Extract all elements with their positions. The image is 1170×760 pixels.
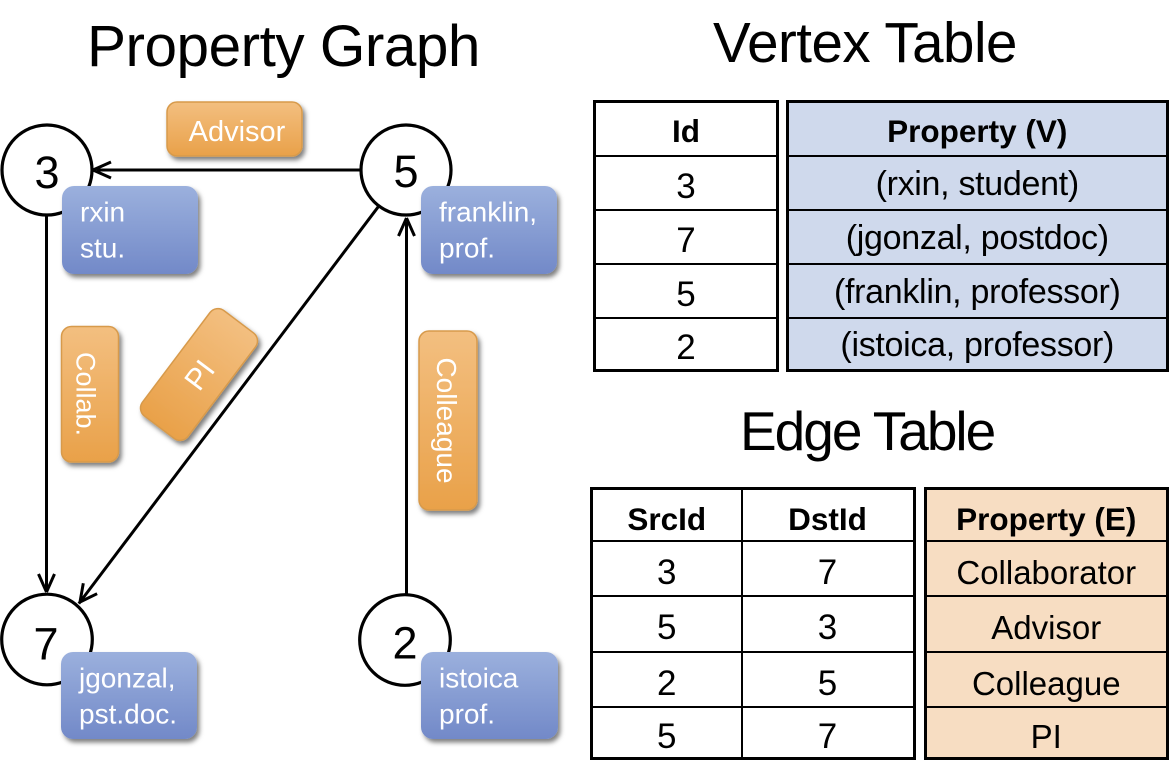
svg-text:2: 2 bbox=[392, 618, 417, 669]
svg-text:Advisor: Advisor bbox=[189, 116, 286, 148]
svg-text:pst.doc.: pst.doc. bbox=[79, 699, 177, 730]
svg-text:3: 3 bbox=[34, 147, 59, 198]
svg-text:rxin: rxin bbox=[80, 197, 125, 228]
svg-text:istoica: istoica bbox=[439, 663, 519, 694]
svg-text:Colleague: Colleague bbox=[431, 357, 462, 483]
svg-text:stu.: stu. bbox=[80, 233, 125, 264]
svg-text:franklin,: franklin, bbox=[439, 197, 537, 228]
svg-text:prof.: prof. bbox=[439, 699, 495, 730]
svg-text:Collab.: Collab. bbox=[71, 352, 101, 436]
svg-text:prof.: prof. bbox=[439, 233, 495, 264]
svg-text:5: 5 bbox=[393, 146, 418, 197]
svg-text:7: 7 bbox=[33, 619, 58, 670]
svg-text:jgonzal,: jgonzal, bbox=[78, 663, 176, 694]
